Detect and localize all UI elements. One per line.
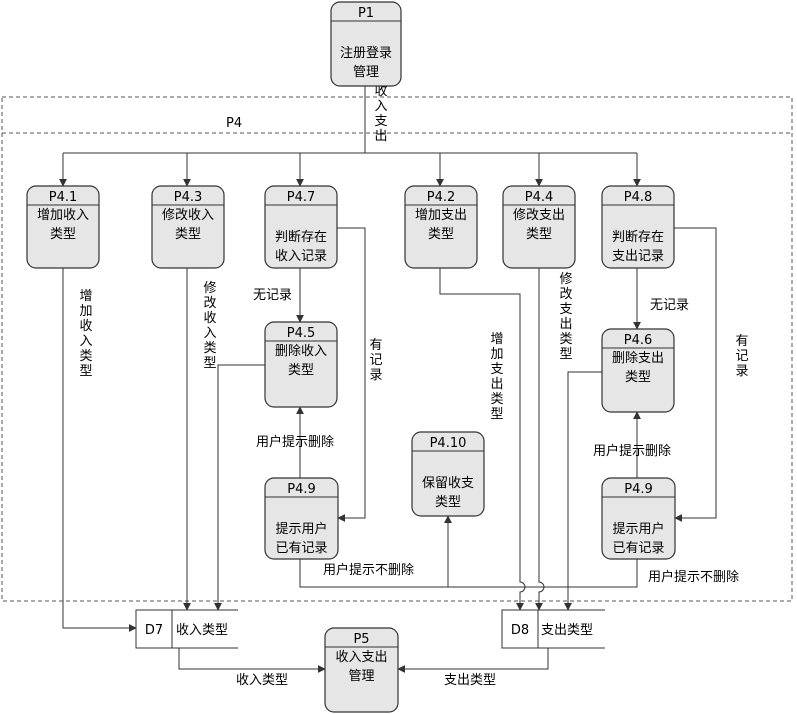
label-shouru-zhichu: 收入支出 [374, 84, 387, 144]
p4-boundary: P4 [1, 96, 793, 602]
process-p4-4-label-line: 类型 [526, 227, 552, 242]
label-income-type-to-p5: 收入类型 [236, 673, 288, 688]
label-user-no-delete-left: 用户提示不删除 [323, 562, 414, 578]
flow-p4-9-right-to-p4-10 [448, 559, 638, 588]
datastore-d8-name: 支出类型 [541, 623, 593, 638]
process-p4-10-label-line: 类型 [435, 495, 461, 510]
label-user-confirm-delete-right: 用户提示删除 [593, 443, 671, 459]
label-expense-type-to-p5: 支出类型 [444, 673, 496, 688]
flow-p4-1-to-d7 [62, 268, 137, 632]
label-modify-income-type: 修改收入类型 [203, 281, 216, 371]
process-p4-3-id: P4.3 [174, 190, 203, 205]
process-p5-label-line: 管理 [348, 669, 374, 684]
flow-p4-5-to-d7 [214, 364, 265, 611]
process-p4-10-label-line: 保留收支 [422, 476, 474, 491]
flow-p4-6-to-d8 [564, 371, 602, 611]
process-p4-4-id: P4.4 [525, 190, 554, 205]
process-p4-3-label-line: 类型 [175, 227, 201, 242]
process-p5-id: P5 [353, 632, 369, 647]
process-p4-2-label-line: 类型 [428, 227, 454, 242]
process-p4-8-label-line: 支出记录 [612, 249, 664, 264]
label-no-record-right: 无记录 [650, 298, 689, 313]
process-p4-9-left-label-line: 提示用户 [275, 521, 327, 537]
process-p4-7-id: P4.7 [287, 190, 316, 205]
label-no-record-left: 无记录 [253, 288, 292, 303]
label-user-confirm-delete-left: 用户提示删除 [256, 434, 334, 450]
flow-d8-to-p5 [397, 648, 549, 673]
label-has-record-right: 有记录 [735, 334, 748, 379]
process-p1-label-line: 注册登录 [340, 46, 392, 61]
process-p4-1-label-line: 增加收入 [37, 208, 89, 223]
label-modify-expense-type: 修改支出类型 [559, 272, 572, 362]
process-p4-2-id: P4.2 [427, 190, 456, 205]
flow-p4-8-to-p4-9-right [674, 227, 717, 522]
process-p4-3-label-line: 修改收入 [162, 208, 214, 223]
process-p4-8-label-line: 判断存在 [612, 230, 664, 245]
process-p4-7-label-line: 判断存在 [275, 230, 327, 245]
process-p4-1-id: P4.1 [49, 190, 78, 205]
process-p4-2: P4.2 增加支出类型 [404, 185, 478, 269]
label-has-record-left: 有记录 [369, 338, 382, 383]
process-p4-5-label-line: 类型 [288, 363, 314, 378]
datastore-d7-id: D7 [145, 623, 163, 638]
process-p4-9-right-label-line: 提示用户 [612, 521, 664, 537]
process-p4-6-id: P4.6 [624, 333, 653, 348]
datastore-d7: D7 收入类型 [135, 609, 238, 649]
process-p4-9-right-id: P4.9 [624, 482, 653, 497]
process-p4-6-label-line: 类型 [625, 370, 651, 385]
process-p4-8-id: P4.8 [624, 190, 653, 205]
flow-p4-9-left-to-p4-10 [299, 515, 452, 588]
flow-p4-7-to-p4-9-left [337, 227, 366, 522]
process-p4-1: P4.1 增加收入类型 [26, 185, 100, 269]
label-add-expense-type: 增加支出类型 [490, 332, 503, 422]
process-p4-5-id: P4.5 [287, 326, 316, 341]
p4-boundary-label: P4 [226, 116, 242, 131]
flow-p4-2-to-d8 [439, 268, 526, 611]
flows [59, 86, 717, 673]
process-p4-4: P4.4 修改支出类型 [502, 185, 576, 269]
label-user-no-delete-right: 用户提示不删除 [648, 569, 739, 585]
datastore-d7-name: 收入类型 [176, 623, 228, 638]
process-p4-4-label-line: 修改支出 [513, 208, 565, 223]
process-p1-label-line: 管理 [353, 65, 379, 80]
process-p1-id: P1 [358, 6, 374, 21]
process-p4-5-label-line: 删除收入 [275, 344, 327, 359]
process-p4-7-label-line: 收入记录 [275, 249, 327, 264]
flow-labels: 收入支出增加收入类型修改收入类型无记录有记录用户提示删除用户提示不删除增加支出类… [79, 84, 748, 688]
process-p4-9-left-id: P4.9 [287, 482, 316, 497]
flow-d7-to-p5 [178, 648, 326, 673]
process-p4-2-label-line: 增加支出 [415, 208, 467, 223]
process-p4-6-label-line: 删除支出 [612, 351, 664, 366]
processes: P1注册登录管理P4.1增加收入类型P4.3修改收入类型P4.7判断存在收入记录… [26, 1, 676, 713]
process-p4-9-right-label-line: 已有记录 [612, 541, 664, 556]
process-p4-3: P4.3 修改收入类型 [151, 185, 225, 269]
process-p4-10-id: P4.10 [430, 436, 467, 451]
process-p5-label-line: 收入支出 [335, 650, 387, 665]
flow-p4-4-to-d8 [535, 268, 545, 611]
datastore-d8: D8 支出类型 [501, 609, 605, 649]
process-p4-9-left-label-line: 已有记录 [275, 541, 327, 556]
process-p4-1-label-line: 类型 [50, 227, 76, 242]
label-add-income-type: 增加收入类型 [79, 289, 92, 379]
datastore-d8-id: D8 [511, 623, 529, 638]
